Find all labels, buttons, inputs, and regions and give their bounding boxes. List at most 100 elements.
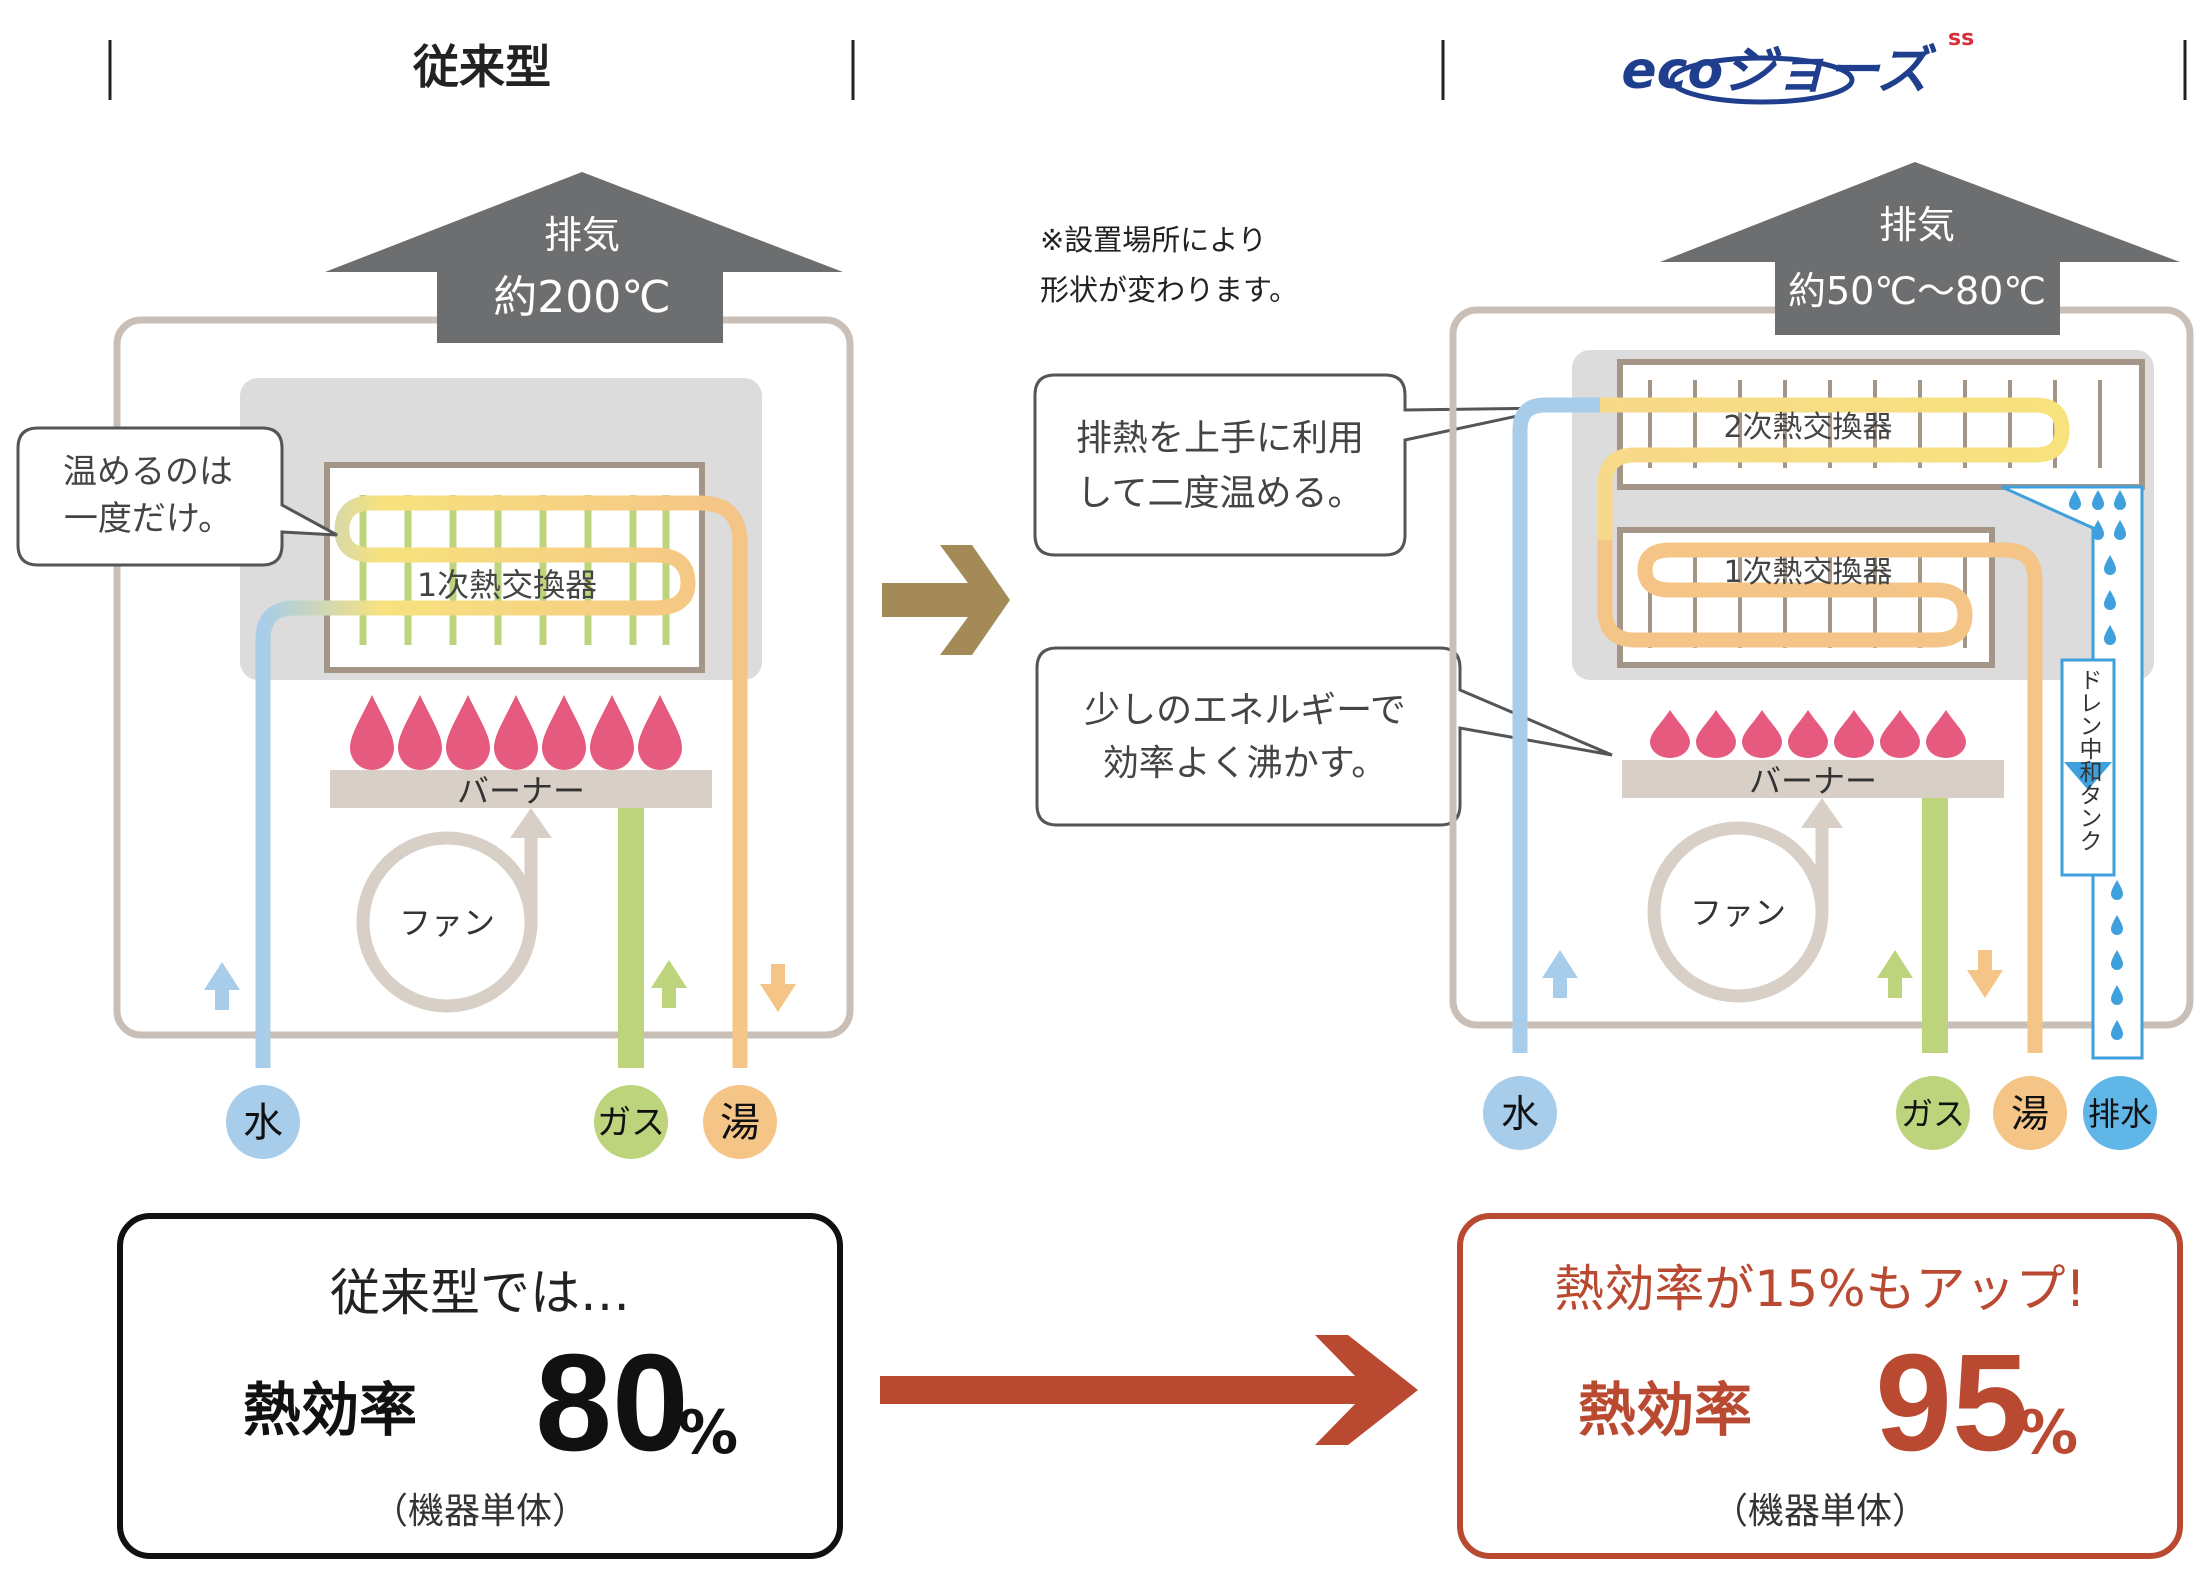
flame-icon xyxy=(1880,710,1920,758)
conventional-result-box: 従来型では… 熱効率 80 % （機器単体） xyxy=(117,1213,843,1559)
fan: ファン xyxy=(1647,798,1843,1003)
flame-icon xyxy=(1788,710,1828,758)
callout-bubble xyxy=(1033,373,1556,557)
efficiency-unit: % xyxy=(2018,1398,2078,1468)
install-note-line: ※設置場所により xyxy=(1040,223,1267,257)
callout-bubble xyxy=(16,426,338,567)
arrow-up-icon xyxy=(651,960,687,1008)
callout-line: 排熱を上手に利用 xyxy=(1076,418,1364,459)
result-note: （機器単体） xyxy=(372,1491,588,1532)
flame-icon xyxy=(542,695,586,770)
hot-water-badge xyxy=(1993,1076,2067,1150)
gas-label: ガス xyxy=(1901,1095,1965,1133)
flame-icon xyxy=(1650,710,1690,758)
burner-flames xyxy=(350,695,682,770)
conventional-unit: 排気 約200℃ 1次熱交換器 バー xyxy=(16,172,854,1159)
exhaust-temp: 約200℃ xyxy=(493,272,670,323)
arrow-up-icon xyxy=(1877,950,1913,998)
burner-label: バーナー xyxy=(1749,762,1877,800)
fan-label: ファン xyxy=(399,904,495,942)
burner xyxy=(330,770,712,808)
result-frame xyxy=(1457,1213,2183,1559)
callout-once: 温めるのは 一度だけ。 xyxy=(16,426,338,567)
arrow-down-icon xyxy=(760,964,796,1012)
exhaust-label: 排気 xyxy=(1879,203,1955,247)
logo-swoosh xyxy=(1669,55,1855,105)
drop-icon xyxy=(2092,520,2104,540)
water-label: 水 xyxy=(243,1100,283,1146)
arrow-up-icon xyxy=(1542,950,1578,998)
water-badge xyxy=(1483,1076,1557,1150)
result-label: 熱効率 xyxy=(243,1376,417,1444)
drain-system: ドレン中和タンク xyxy=(2001,485,2144,1060)
exhaust-arrow-icon xyxy=(325,172,843,343)
logo-steam-icon: ss xyxy=(1948,26,1974,51)
efficiency-value: 80 xyxy=(535,1326,689,1480)
efficiency-value: 95 xyxy=(1875,1326,2029,1480)
gas-pipe xyxy=(1922,798,1948,1053)
drain-tank-label: ドレン中和タンク xyxy=(2075,668,2103,852)
primary-coil-pipe xyxy=(1597,540,2043,1053)
gas-label: ガス xyxy=(597,1103,665,1143)
flame-icon xyxy=(446,695,490,770)
ecojozu-logo: ecoジョーズ ss xyxy=(1621,26,1974,105)
drop-icon xyxy=(2111,915,2123,935)
water-inlet-pipe xyxy=(1512,397,1600,1053)
burner-flames xyxy=(1650,710,1966,758)
header: 従来型 ecoジョーズ ss xyxy=(108,26,2187,105)
exhaust-temp: 約50℃～80℃ xyxy=(1788,269,2046,313)
water-circuit-pipe xyxy=(255,495,748,1068)
callout-line: 少しのエネルギーで xyxy=(1084,690,1406,731)
result-lead: 熱効率が15%もアップ! xyxy=(1554,1260,2085,1318)
exchanger-fins xyxy=(359,495,670,645)
drain-drops xyxy=(2069,490,2126,1040)
install-note-line: 形状が変わります。 xyxy=(1040,273,1298,307)
flame-icon xyxy=(1742,710,1782,758)
drop-icon xyxy=(2111,1020,2123,1040)
hot-water-label: 湯 xyxy=(720,1100,760,1146)
hot-water-badge xyxy=(703,1085,777,1159)
transition-arrow-icon xyxy=(882,545,1010,655)
result-lead: 従来型では… xyxy=(330,1264,630,1322)
drop-icon xyxy=(2114,490,2126,510)
primary-exchanger-label: 1次熱交換器 xyxy=(1723,555,1892,590)
hot-water-label: 湯 xyxy=(2011,1092,2049,1136)
drop-icon xyxy=(2104,555,2116,575)
drop-icon xyxy=(2111,880,2123,900)
callout-reuse: 排熱を上手に利用 して二度温める。 xyxy=(1033,373,1556,557)
drain-channel xyxy=(2001,485,2144,1060)
flame-icon xyxy=(638,695,682,770)
gas-badge xyxy=(594,1085,668,1159)
secondary-coil-pipe xyxy=(1597,397,2070,540)
result-frame xyxy=(117,1213,843,1559)
eco-unit: 排気 約50℃～80℃ xyxy=(1449,162,2194,1150)
flame-icon xyxy=(1696,710,1736,758)
conventional-title: 従来型 xyxy=(412,40,551,94)
fan: ファン xyxy=(356,808,552,1013)
callout-line: 効率よく沸かす。 xyxy=(1103,743,1387,784)
fan-label: ファン xyxy=(1690,894,1786,932)
water-badge xyxy=(226,1085,300,1159)
callout-line: 一度だけ。 xyxy=(64,499,232,539)
secondary-exchanger-label: 2次熱交換器 xyxy=(1723,410,1892,445)
burner-label: バーナー xyxy=(457,772,585,810)
drop-icon xyxy=(2104,625,2116,645)
gas-badge xyxy=(1896,1076,1970,1150)
drain-arrow-icon xyxy=(2064,762,2112,790)
flame-icon xyxy=(1926,710,1966,758)
flame-icon xyxy=(350,695,394,770)
callout-efficient: 少しのエネルギーで 効率よく沸かす。 xyxy=(1035,646,1613,827)
drain-outlet-label: 排水 xyxy=(2088,1095,2152,1133)
exhaust-label: 排気 xyxy=(544,213,620,257)
flame-icon xyxy=(1834,710,1874,758)
result-note: （機器単体） xyxy=(1712,1491,1928,1532)
flame-icon xyxy=(494,695,538,770)
logo-text: ecoジョーズ xyxy=(1621,41,1936,101)
arrow-down-icon xyxy=(1967,950,2003,998)
flame-icon xyxy=(590,695,634,770)
drain-badge xyxy=(2083,1076,2157,1150)
arrow-up-icon xyxy=(204,962,240,1010)
result-arrow-icon xyxy=(880,1335,1418,1445)
flame-icon xyxy=(398,695,442,770)
